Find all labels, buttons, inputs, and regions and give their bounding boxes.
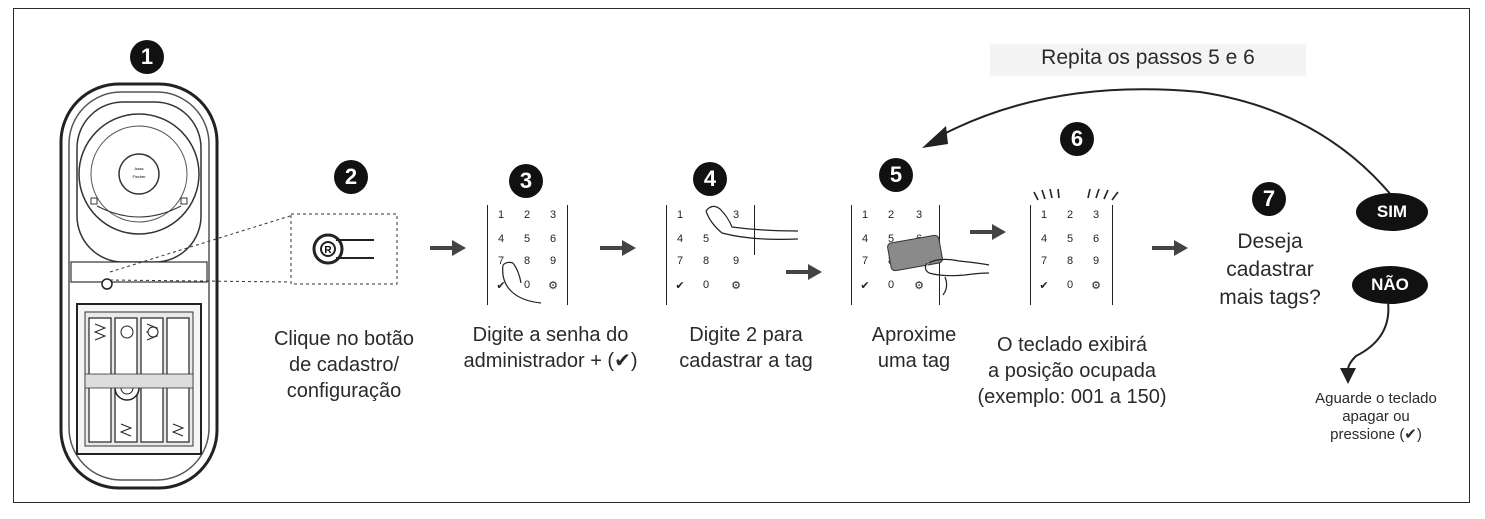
- arrow-3-4: [600, 240, 636, 256]
- light-rays-icon: [1033, 188, 1119, 201]
- repeat-label: Repita os passos 5 e 6: [1041, 46, 1255, 69]
- config-button-closeup: R: [290, 213, 398, 285]
- step-4-caption: Digite 2 para cadastrar a tag: [679, 324, 813, 372]
- keypad-step-4: 1 3 4 5 7 8 9 ✔ 0 ⚙: [666, 205, 799, 305]
- key-settings: ⚙: [548, 280, 558, 292]
- step-7-badge: 7: [1252, 182, 1286, 216]
- key-2: 2: [1066, 209, 1074, 221]
- key-1: 1: [861, 209, 869, 221]
- key-check: ✔: [860, 280, 870, 292]
- tag-card-icon: [887, 234, 990, 296]
- zoom-lines: [109, 215, 291, 283]
- key-8: 8: [702, 255, 710, 267]
- step-3-caption: Digite a senha do administrador + (✔): [463, 324, 638, 372]
- step-6-caption: O teclado exibirá a posição ocupada (exe…: [977, 334, 1167, 408]
- key-check: ✔: [1039, 280, 1049, 292]
- key-8: 8: [1066, 255, 1074, 267]
- step-5-caption: Aproxime uma tag: [871, 324, 957, 372]
- key-9: 9: [1092, 255, 1100, 267]
- key-7: 7: [676, 255, 684, 267]
- key-7: 7: [1040, 255, 1048, 267]
- key-6: 6: [549, 233, 557, 245]
- step-2-badge: 2: [334, 160, 368, 194]
- key-2: 2: [523, 209, 531, 221]
- yes-badge: SIM: [1356, 193, 1428, 231]
- key-0: 0: [1066, 279, 1074, 291]
- key-5: 5: [887, 233, 895, 245]
- step-2-caption: Clique no botão de cadastro/ configuraçã…: [273, 328, 415, 402]
- key-settings: ⚙: [1091, 280, 1101, 292]
- key-4: 4: [497, 233, 505, 245]
- key-6: 6: [1092, 233, 1100, 245]
- key-settings: ⚙: [731, 280, 741, 292]
- arrow-4-5: [786, 264, 822, 280]
- key-4: 4: [676, 233, 684, 245]
- step-6-badge: 6: [1060, 122, 1094, 156]
- no-badge: NÃO: [1352, 266, 1428, 304]
- diagram-frame: [13, 8, 1470, 503]
- key-7: 7: [861, 255, 869, 267]
- key-check: ✔: [675, 280, 685, 292]
- key-5: 5: [523, 233, 531, 245]
- key-8: 8: [523, 255, 531, 267]
- logo-text-bottom: Fischer: [132, 174, 146, 179]
- key-0: 0: [702, 279, 710, 291]
- logo-text-top: Assa: [135, 166, 145, 171]
- keypad-step-3: 1 2 3 4 5 6 7 8 9 ✔ 0 ⚙: [487, 205, 569, 305]
- arrow-2-3: [430, 240, 466, 256]
- arrow-6-7: [1152, 240, 1188, 256]
- key-0: 0: [887, 279, 895, 291]
- key-9: 9: [732, 255, 740, 267]
- repeat-loop-arrow: [922, 88, 1393, 197]
- arrow-5-6: [970, 224, 1006, 240]
- key-1: 1: [497, 209, 505, 221]
- svg-text:R: R: [324, 245, 332, 256]
- finger-icon: [502, 261, 542, 304]
- no-caption: Aguarde o teclado apagar ou pressione (✔…: [1315, 390, 1437, 443]
- key-settings: ⚙: [914, 280, 924, 292]
- key-9: 9: [549, 255, 557, 267]
- key-1: 1: [1040, 209, 1048, 221]
- step-3-badge: 3: [509, 164, 543, 198]
- step-1-badge: 1: [130, 40, 164, 74]
- key-3: 3: [915, 209, 923, 221]
- key-5: 5: [702, 233, 710, 245]
- key-4: 4: [861, 233, 869, 245]
- lock-device-illustration: Assa Fischer: [59, 82, 219, 490]
- step-7-caption: Deseja cadastrar mais tags?: [1219, 230, 1321, 309]
- key-7: 7: [497, 255, 505, 267]
- key-3: 3: [732, 209, 740, 221]
- key-0: 0: [523, 279, 531, 291]
- keypad-step-5: 1 2 3 4 5 6 7 8 ✔ 0 ⚙: [851, 205, 990, 305]
- key-3: 3: [549, 209, 557, 221]
- step-4-badge: 4: [693, 162, 727, 196]
- step-5-badge: 5: [879, 158, 913, 192]
- repeat-label-bg: [990, 44, 1306, 76]
- finger-pressing-2-icon: [705, 205, 799, 240]
- keypad-step-6: 1 2 3 4 5 6 7 8 9 ✔ 0 ⚙: [1030, 205, 1114, 305]
- key-check: ✔: [496, 280, 506, 292]
- no-arrow: [1340, 301, 1390, 384]
- key-2: 2: [887, 209, 895, 221]
- key-4: 4: [1040, 233, 1048, 245]
- key-1: 1: [676, 209, 684, 221]
- key-3: 3: [1092, 209, 1100, 221]
- key-5: 5: [1066, 233, 1074, 245]
